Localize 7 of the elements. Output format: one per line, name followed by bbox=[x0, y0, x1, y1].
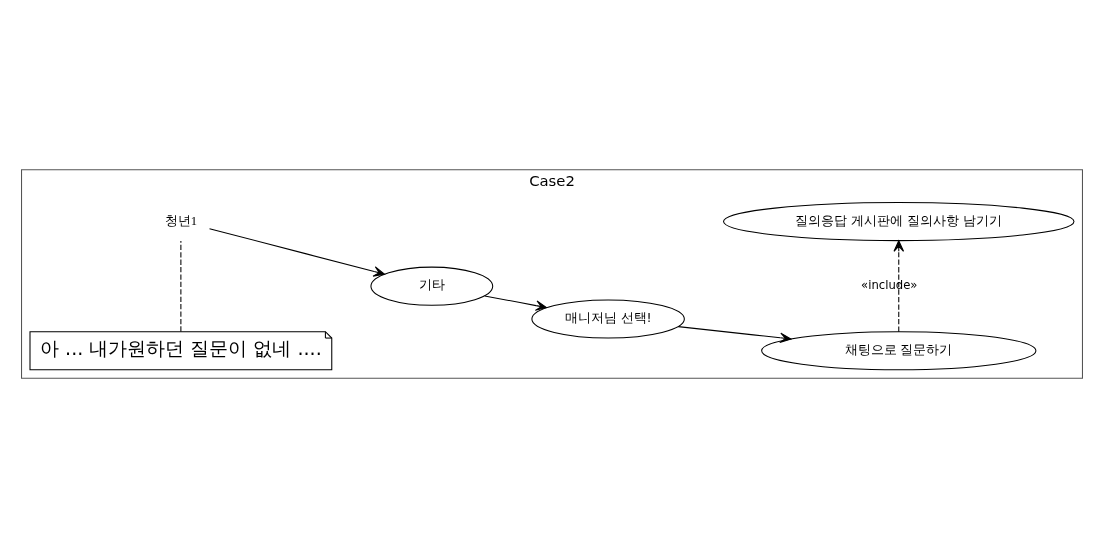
arrow bbox=[677, 325, 792, 343]
edge-label: «include» bbox=[861, 277, 918, 292]
arrow bbox=[209, 227, 385, 277]
node-text: 청년1 bbox=[164, 213, 198, 228]
arrow bbox=[484, 294, 548, 311]
arrow bbox=[893, 239, 905, 332]
node-ellipse: 질의응답 게시판에 질의사항 남기기 bbox=[723, 201, 1075, 241]
